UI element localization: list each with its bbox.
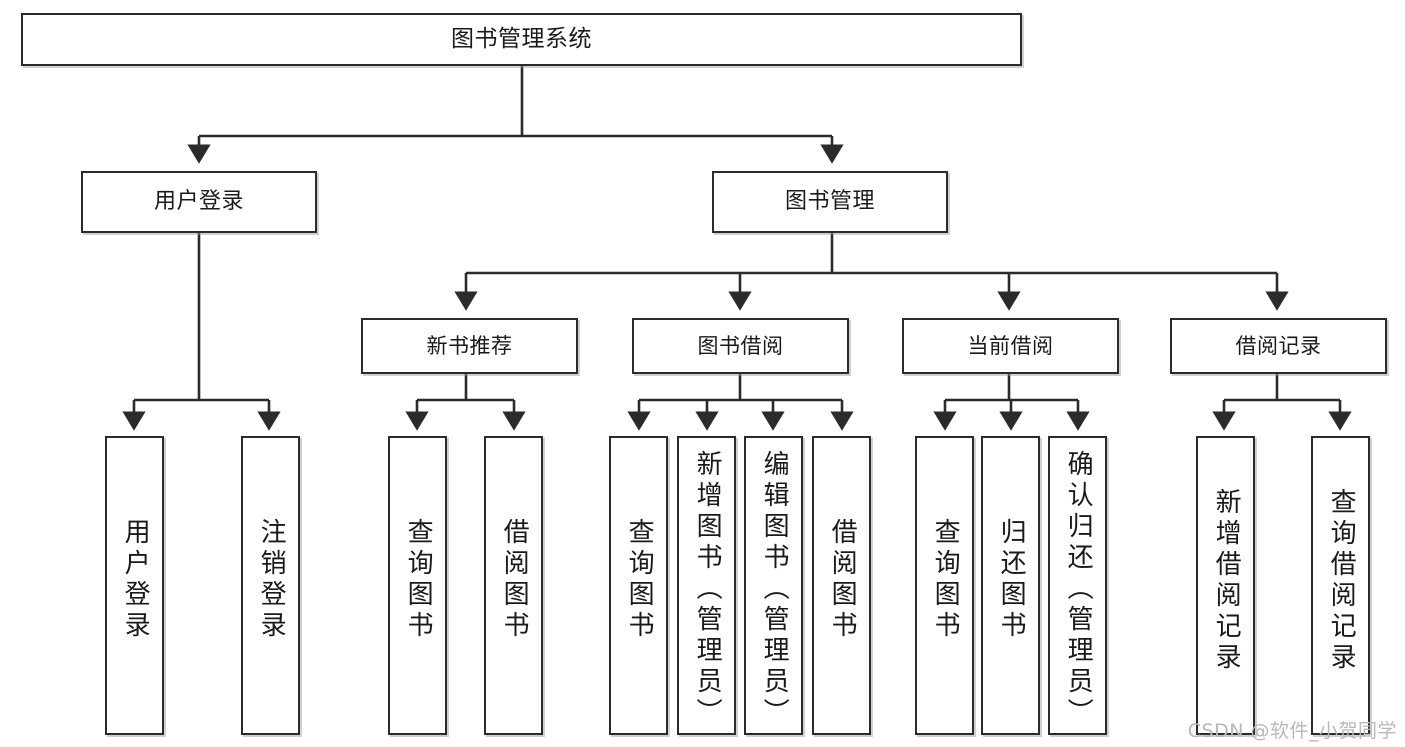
node-label: 新书推荐 [426,333,513,358]
node-label: 借阅图书 [499,518,530,642]
node-leaf-return-book[interactable]: 归还图书 [981,436,1040,735]
node-label: 归还图书 [996,518,1027,642]
node-label: 用户登录 [120,518,151,642]
node-book-borrow[interactable]: 图书借阅 [632,318,849,374]
node-new-book-recommend[interactable]: 新书推荐 [361,318,578,374]
csdn-watermark: CSDN @软件_小贺同学 [1187,720,1397,742]
node-borrow-record[interactable]: 借阅记录 [1170,318,1387,374]
node-leaf-query-book-borrow[interactable]: 查询图书 [609,436,668,735]
node-label: 用户登录 [153,189,244,215]
node-leaf-query-book-current[interactable]: 查询图书 [915,436,974,735]
node-book-management[interactable]: 图书管理 [712,171,948,233]
node-label: 图书管理系统 [451,25,592,52]
node-leaf-user-login[interactable]: 用户登录 [105,436,164,735]
node-label: 图书管理 [784,189,875,215]
node-root-book-management-system[interactable]: 图书管理系统 [21,13,1022,66]
node-leaf-confirm-return-admin[interactable]: 确认归还（管理员） [1048,436,1107,735]
node-leaf-borrow-book-recommend[interactable]: 借阅图书 [484,436,543,735]
node-label: 查询图书 [624,518,655,642]
node-leaf-query-borrow-record[interactable]: 查询借阅记录 [1311,436,1370,735]
node-label: 图书借阅 [697,333,784,358]
node-label: 注销登录 [256,518,287,642]
node-label: 新增图书（管理员） [692,450,723,729]
node-label: 新增借阅记录 [1211,488,1242,674]
node-user-login[interactable]: 用户登录 [81,171,317,233]
node-leaf-query-book-recommend[interactable]: 查询图书 [388,436,447,735]
node-leaf-add-borrow-record[interactable]: 新增借阅记录 [1196,436,1255,735]
node-label: 借阅图书 [827,518,858,642]
node-label: 查询图书 [930,518,961,642]
node-label: 当前借阅 [967,333,1054,358]
node-label: 查询借阅记录 [1326,488,1357,674]
node-label: 查询图书 [403,518,434,642]
node-current-borrow[interactable]: 当前借阅 [902,318,1119,374]
node-label: 借阅记录 [1235,333,1322,358]
node-leaf-edit-book-admin[interactable]: 编辑图书（管理员） [744,436,803,735]
node-leaf-add-book-admin[interactable]: 新增图书（管理员） [677,436,736,735]
node-label: 编辑图书（管理员） [759,450,790,729]
node-leaf-logout-login[interactable]: 注销登录 [241,436,300,735]
node-label: 确认归还（管理员） [1063,450,1094,729]
node-leaf-borrow-book-borrow[interactable]: 借阅图书 [812,436,871,735]
